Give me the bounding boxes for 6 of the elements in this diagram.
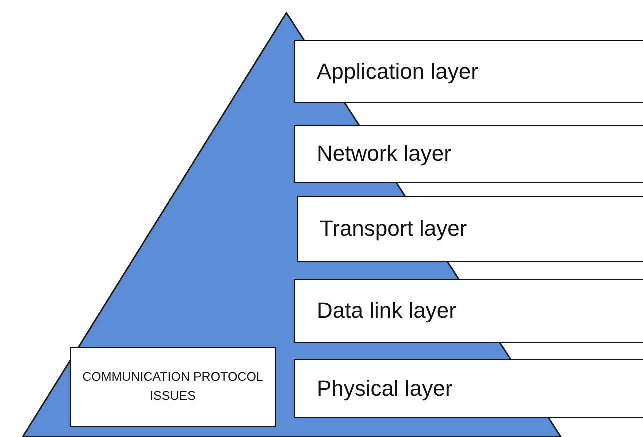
layer-box: Data link layer bbox=[294, 279, 643, 343]
layer-box: Network layer bbox=[294, 125, 643, 183]
layer-box: Application layer bbox=[294, 40, 643, 103]
label-box: COMMUNICATION PROTOCOL ISSUES bbox=[70, 347, 276, 427]
layer-box: Physical layer bbox=[294, 359, 643, 418]
layer-box: Transport layer bbox=[297, 196, 643, 262]
